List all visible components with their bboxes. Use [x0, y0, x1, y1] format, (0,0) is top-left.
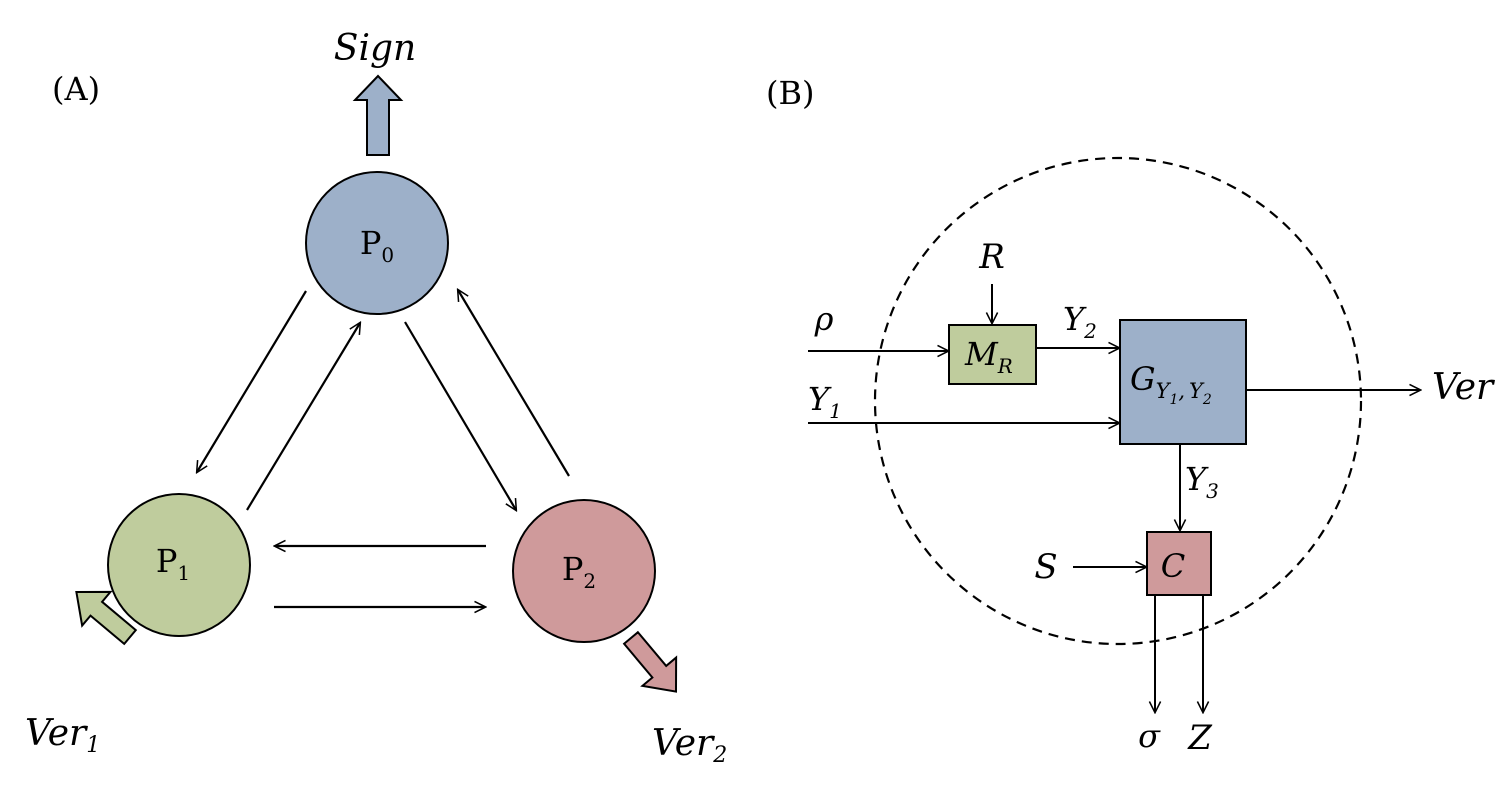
sign-output-arrow [352, 74, 404, 156]
s-label: S [1034, 547, 1057, 587]
panel-b: (B) ρ R MR Y2 Y1 GY1,Y2 Ver Y3 S C [766, 74, 1495, 758]
node-p1 [107, 493, 251, 637]
boundary-circle [873, 156, 1363, 646]
c-box [1146, 531, 1212, 596]
node-p2-label: P2 [562, 550, 596, 593]
ver2-output-arrow [622, 630, 678, 693]
panel-a-label: (A) [52, 70, 100, 108]
ver1-label: Ver1 [25, 713, 100, 758]
y2-label: Y2 [1063, 300, 1097, 343]
edge-p1-to-p0 [246, 323, 360, 511]
node-p0-label: P0 [360, 224, 394, 267]
sign-label: Sign [334, 28, 416, 69]
ver2-label: Ver2 [652, 723, 727, 768]
panel-a: (A) Sign P0 P1 P2 Ver1 Ver2 [25, 28, 727, 768]
sigma-label: σ [1138, 717, 1161, 755]
y3-label: Y3 [1185, 460, 1219, 503]
mr-box-label: MR [964, 335, 1013, 378]
y1-label: Y1 [808, 380, 842, 423]
g-box-label: GY1,Y2 [1130, 360, 1212, 408]
g-box [1119, 319, 1247, 445]
rho-label: ρ [814, 300, 834, 338]
node-p0 [305, 171, 449, 315]
node-p1-label: P1 [156, 542, 190, 585]
c-box-label: C [1161, 547, 1185, 585]
node-p2 [512, 499, 656, 643]
z-label: Z [1187, 718, 1213, 758]
panel-b-label: (B) [766, 74, 814, 112]
edge-p0-to-p2 [404, 321, 516, 510]
ver1-output-arrow [75, 590, 138, 646]
ver-label: Ver [1432, 367, 1495, 408]
r-label: R [978, 237, 1005, 277]
edge-p0-to-p1 [197, 290, 307, 472]
edge-p2-to-p0 [458, 290, 570, 477]
mr-box [948, 324, 1037, 385]
